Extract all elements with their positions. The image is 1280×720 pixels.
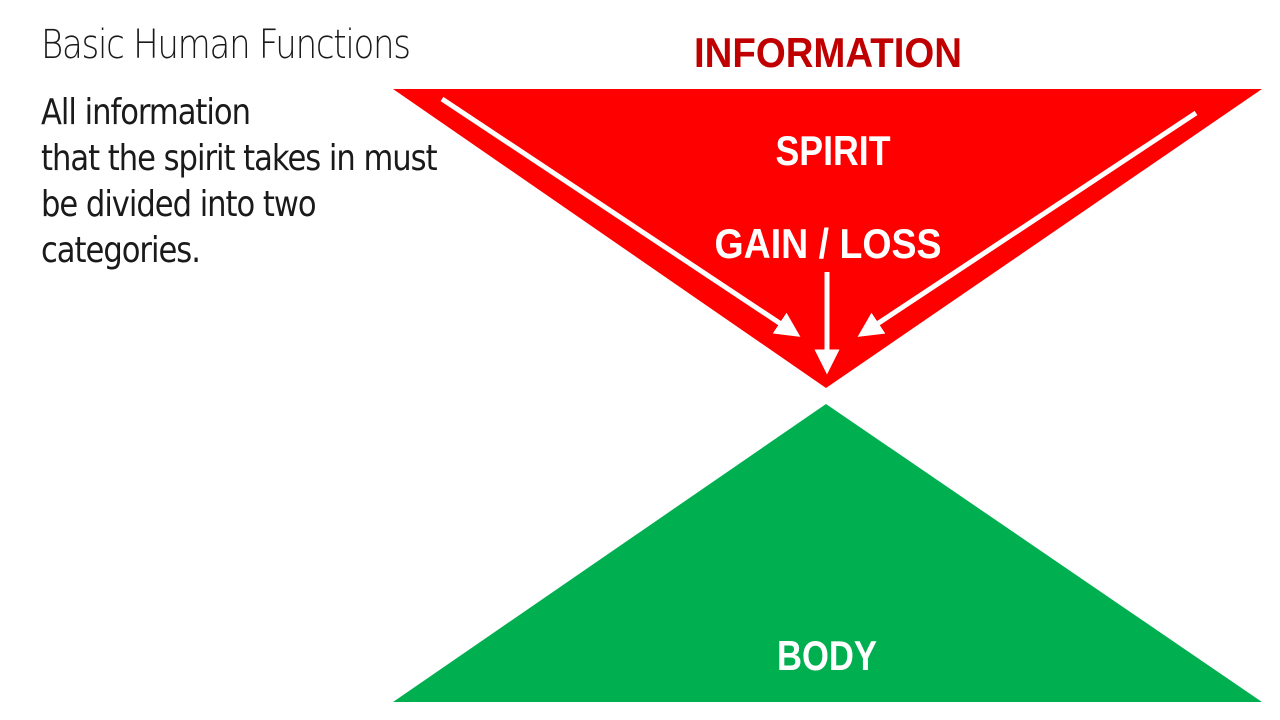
left-arrow [440,96,801,337]
spirit-triangle [393,89,1262,388]
spirit-label: SPIRIT [776,127,891,174]
body-line: All information [41,92,251,133]
body-label: BODY [777,632,877,679]
gain-loss-label: GAIN / LOSS [715,220,942,267]
slide-title: Basic Human Functions [41,22,411,68]
body-line: be divided into two [41,184,317,225]
body-triangle [393,404,1262,702]
body-line: that the spirit takes in must [41,138,438,179]
right-arrow [857,110,1198,337]
information-label: INFORMATION [694,29,962,76]
body-text: All information that the spirit takes in… [41,90,438,274]
body-line: categories. [41,230,201,271]
